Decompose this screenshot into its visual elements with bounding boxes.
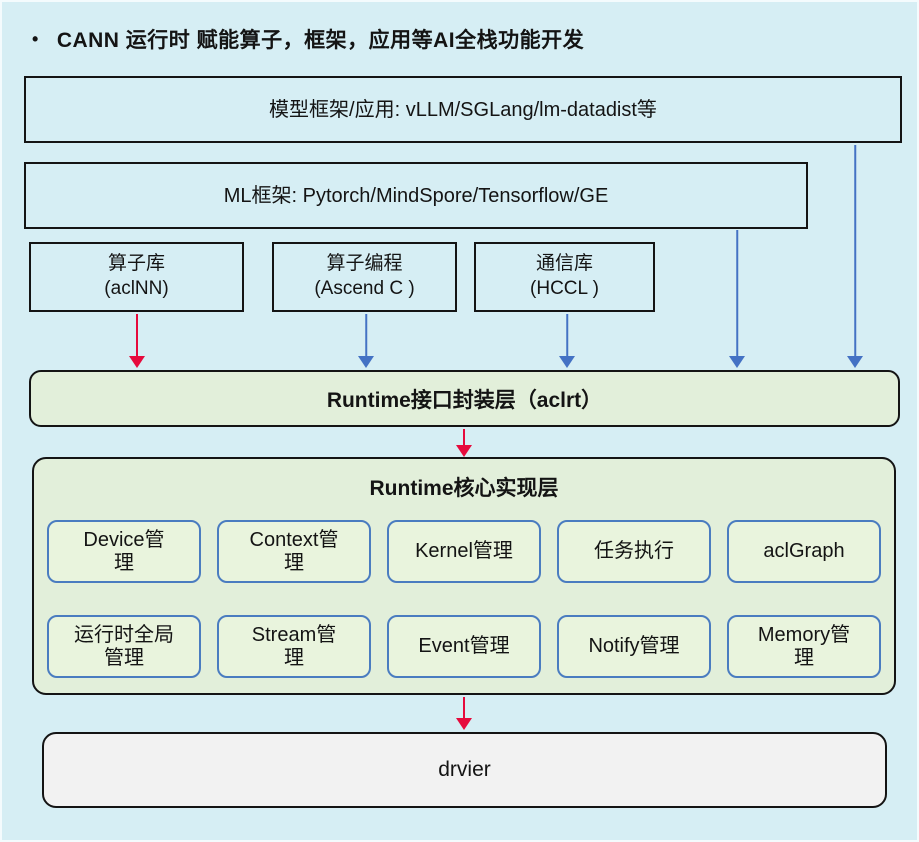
arrow-ascendc-to-runtime-icon: [358, 314, 374, 368]
module-task-exec-label: 任务执行: [594, 540, 674, 562]
runtime-core-modules-row1: Device管 理 Context管 理 Kernel管理 任务执行 aclGr…: [47, 520, 881, 583]
model-framework-box: 模型框架/应用: vLLM/SGLang/lm-datadist等: [24, 76, 902, 143]
module-aclgraph-box: aclGraph: [727, 520, 881, 583]
arrow-mlframework-to-runtime-icon: [729, 230, 745, 368]
arrow-api-to-core-icon: [456, 429, 472, 457]
diagram-title: • CANN 运行时 赋能算子，框架，应用等AI全栈功能开发: [32, 24, 584, 54]
runtime-api-layer-label: Runtime接口封装层（aclrt）: [326, 388, 603, 412]
module-notify-box: Notify管理: [557, 615, 711, 678]
arrow-aclnn-to-runtime-icon: [129, 314, 145, 368]
operator-programming-box: 算子编程 (Ascend C ): [272, 242, 457, 312]
ml-framework-label: ML框架: Pytorch/MindSpore/Tensorflow/GE: [223, 184, 609, 207]
arrow-modelframework-to-runtime-icon: [847, 145, 863, 368]
module-device-box: Device管 理: [47, 520, 201, 583]
module-aclgraph-label: aclGraph: [763, 540, 845, 562]
module-event-box: Event管理: [387, 615, 541, 678]
module-kernel-box: Kernel管理: [387, 520, 541, 583]
ml-framework-box: ML框架: Pytorch/MindSpore/Tensorflow/GE: [24, 162, 808, 229]
operator-library-box: 算子库 (aclNN): [29, 242, 244, 312]
module-context-box: Context管 理: [217, 520, 371, 583]
module-event-label: Event管理: [418, 635, 510, 657]
module-notify-label: Notify管理: [588, 635, 680, 657]
module-kernel-label: Kernel管理: [415, 540, 513, 562]
module-stream-box: Stream管 理: [217, 615, 371, 678]
runtime-core-modules-row2: 运行时全局 管理 Stream管 理 Event管理 Notify管理 Memo…: [47, 615, 881, 678]
module-global-mgmt-label: 运行时全局 管理: [74, 623, 174, 669]
driver-label: drvier: [438, 758, 491, 781]
module-device-label: Device管 理: [83, 528, 165, 574]
module-memory-label: Memory管 理: [757, 623, 851, 669]
module-stream-label: Stream管 理: [251, 623, 337, 669]
arrow-hccl-to-runtime-icon: [559, 314, 575, 368]
communication-library-label: 通信库 (HCCL ): [530, 253, 599, 299]
runtime-api-layer-box: Runtime接口封装层（aclrt）: [29, 370, 900, 427]
module-context-label: Context管 理: [249, 528, 339, 574]
operator-library-label: 算子库 (aclNN): [104, 253, 169, 299]
module-task-exec-box: 任务执行: [557, 520, 711, 583]
title-text: CANN 运行时 赋能算子，框架，应用等AI全栈功能开发: [56, 29, 585, 52]
model-framework-label: 模型框架/应用: vLLM/SGLang/lm-datadist等: [269, 98, 657, 121]
operator-programming-label: 算子编程 (Ascend C ): [314, 253, 415, 299]
communication-library-box: 通信库 (HCCL ): [474, 242, 655, 312]
module-memory-box: Memory管 理: [727, 615, 881, 678]
module-global-mgmt-box: 运行时全局 管理: [47, 615, 201, 678]
arrow-core-to-driver-icon: [456, 697, 472, 730]
runtime-core-layer-label: Runtime核心实现层: [369, 477, 559, 500]
bullet-icon: •: [32, 28, 39, 49]
driver-box: drvier: [42, 732, 887, 808]
runtime-core-layer-box: Runtime核心实现层 Device管 理 Context管 理 Kernel…: [32, 457, 896, 695]
